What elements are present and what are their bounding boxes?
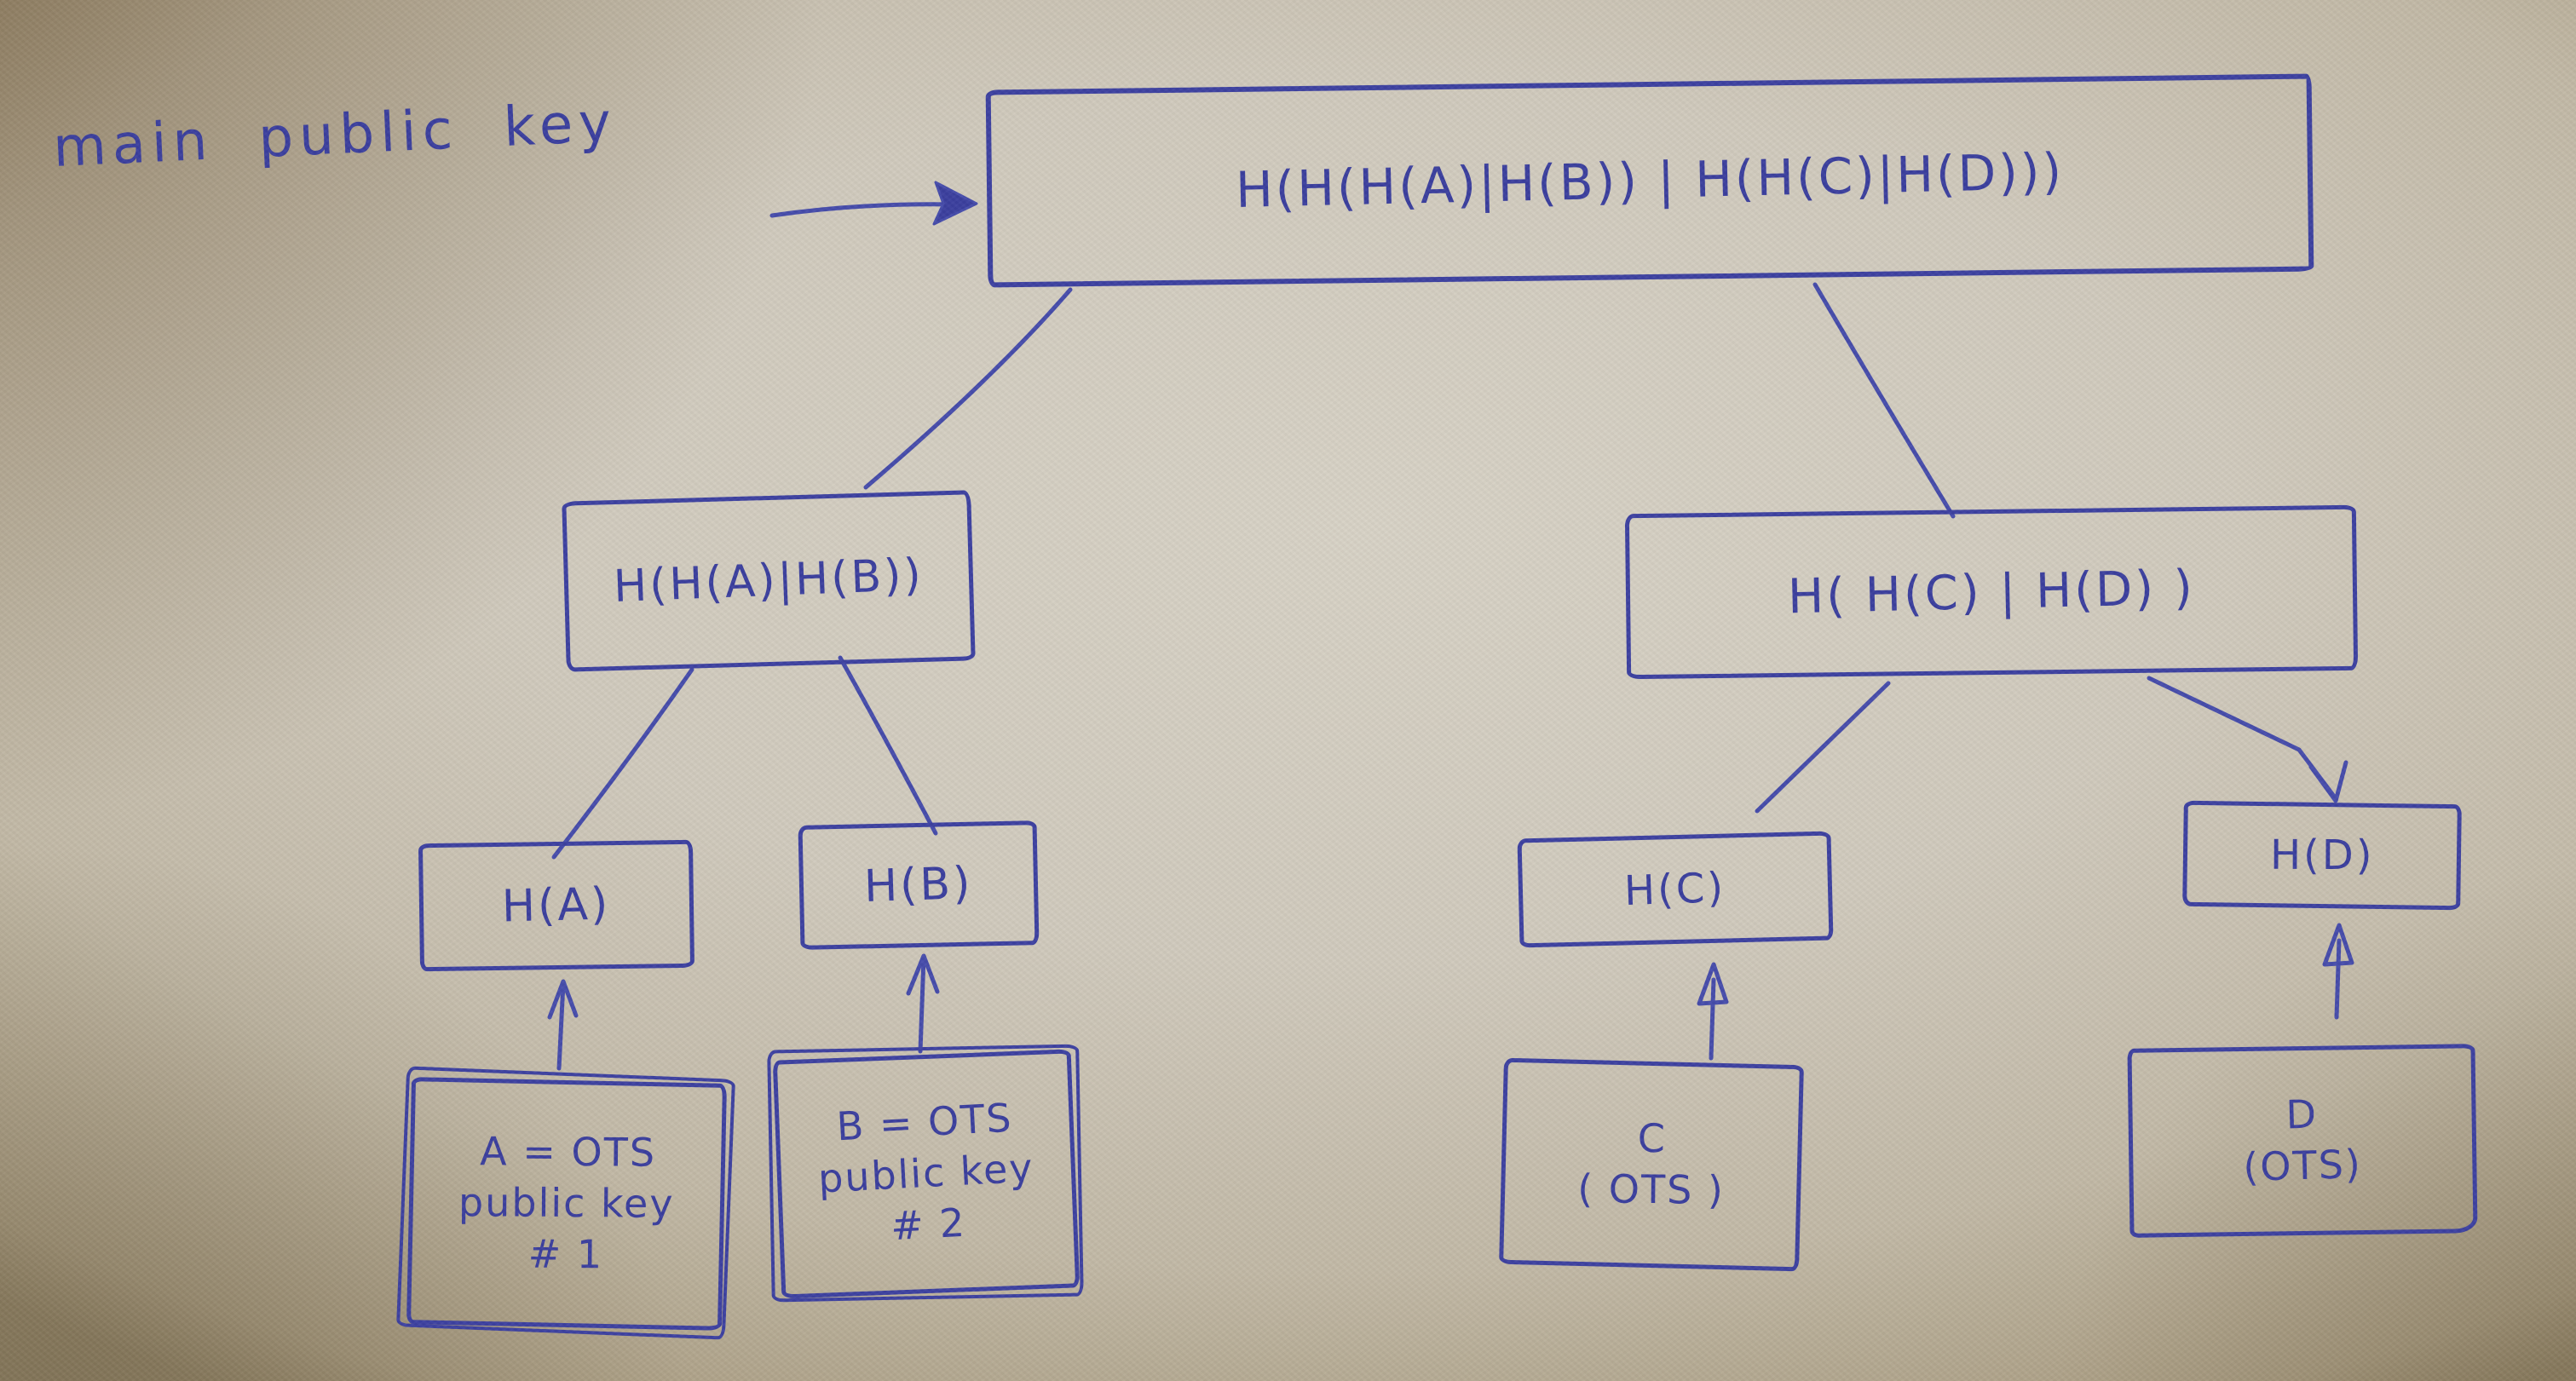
- leaf-c-line-2: ( OTS ): [1576, 1165, 1725, 1213]
- leaf-b-line-1: B = OTS: [834, 1094, 1014, 1150]
- edge-hab-to-ha: [551, 667, 694, 860]
- edge-hcd-to-hc: [1755, 681, 1891, 814]
- leaf-a-line-2: public key: [458, 1179, 675, 1227]
- arrow-d-to-hd: [2334, 938, 2342, 1020]
- arrow-main-to-root: [769, 202, 957, 218]
- node-hash-cd: H( H(C) | H(D) ): [1624, 504, 2359, 680]
- edge-root-to-hab: [863, 287, 1073, 490]
- leaf-ots-key-b: B = OTS public key # 2: [772, 1049, 1081, 1299]
- leaf-d-line-1: D: [2285, 1090, 2320, 1138]
- node-hash-ab: H(H(A)|H(B)): [562, 490, 976, 672]
- leaf-d-line-2: (OTS): [2242, 1141, 2363, 1190]
- node-hash-a-text: H(A): [501, 878, 612, 933]
- node-root-hash-text: H(H(H(A)|H(B)) | H(H(C)|H(D))): [1235, 141, 2065, 220]
- node-hash-ab-text: H(H(A)|H(B)): [613, 550, 925, 613]
- leaf-b-line-2: public key: [816, 1144, 1035, 1202]
- edge-hab-to-hb: [838, 655, 938, 836]
- leaf-c-line-1: C: [1637, 1115, 1668, 1162]
- leaf-ots-key-c: C ( OTS ): [1499, 1057, 1804, 1272]
- leaf-ots-key-d: D (OTS): [2127, 1044, 2478, 1238]
- edge-hcd-to-hd: [2147, 676, 2337, 800]
- arrowhead-hcd-to-hd: [2308, 760, 2348, 803]
- node-hash-b-text: H(B): [863, 858, 974, 912]
- arrowhead-a-to-ha: [547, 979, 579, 1020]
- node-hash-c-text: H(C): [1623, 863, 1727, 916]
- arrowhead-b-to-hb: [906, 953, 940, 996]
- leaf-b-line-3: # 2: [889, 1199, 967, 1250]
- arrow-c-to-hc: [1709, 977, 1716, 1061]
- node-root-hash: H(H(H(A)|H(B)) | H(H(C)|H(D))): [985, 73, 2314, 288]
- arrowhead-c-to-hc: [1697, 962, 1729, 1006]
- node-hash-d-text: H(D): [2269, 831, 2375, 880]
- arrow-a-to-ha: [556, 981, 566, 1071]
- leaf-ots-key-a: A = OTS public key # 1: [406, 1077, 727, 1331]
- node-hash-a: H(A): [418, 839, 695, 972]
- edge-root-to-hcd: [1812, 282, 1956, 519]
- node-hash-b: H(B): [798, 820, 1040, 950]
- node-hash-d: H(D): [2182, 800, 2462, 911]
- leaf-a-line-3: # 1: [527, 1230, 604, 1278]
- arrowhead-d-to-hd: [2322, 923, 2354, 967]
- node-hash-c: H(C): [1517, 831, 1834, 948]
- node-hash-cd-text: H( H(C) | H(D) ): [1787, 560, 2196, 624]
- arrow-b-to-hb: [918, 955, 926, 1054]
- leaf-a-line-1: A = OTS: [479, 1128, 656, 1177]
- arrowhead-main-to-root: [932, 181, 978, 226]
